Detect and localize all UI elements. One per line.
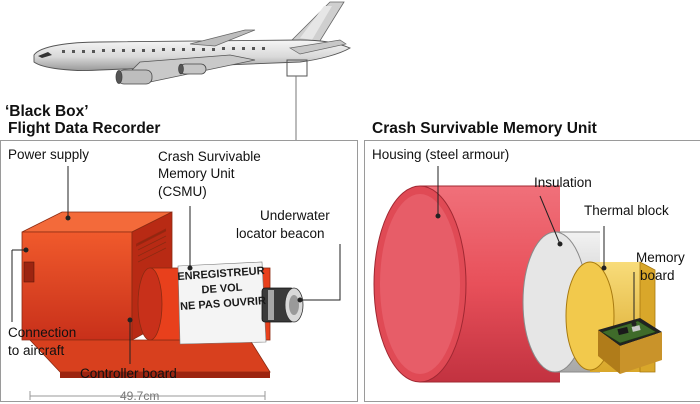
- left-leader-lines: [11, 166, 341, 400]
- label-controller-board: Controller board: [80, 366, 177, 381]
- right-title: Crash Survivable Memory Unit: [372, 120, 597, 137]
- label-csmu-line-1: Crash Survivable: [158, 149, 261, 164]
- label-csmu-line-3: (CSMU): [158, 184, 207, 199]
- csmu-stamp: ENREGISTREUR DE VOL NE PAS OUVRIR: [175, 265, 270, 313]
- left-title-line-2: Flight Data Recorder: [8, 120, 161, 137]
- right-leader-lines: [435, 166, 637, 327]
- label-beacon-line-2: locator beacon: [236, 226, 325, 241]
- label-csmu-line-2: Memory Unit: [158, 166, 235, 181]
- label-insulation: Insulation: [534, 175, 592, 190]
- label-connection-line-2: to aircraft: [8, 343, 65, 358]
- label-memory-line-1: Memory: [636, 250, 685, 265]
- label-memory-line-2: board: [640, 268, 675, 283]
- csmu-cutaway-illustration: [373, 185, 662, 383]
- label-thermal-block: Thermal block: [584, 203, 669, 218]
- aircraft-illustration: [33, 1, 351, 140]
- left-title-line-1: ‘Black Box’: [5, 103, 89, 120]
- label-beacon-line-1: Underwater: [260, 208, 330, 223]
- label-connection-line-1: Connection: [8, 325, 77, 340]
- recorder-illustration: [21, 211, 304, 378]
- label-housing: Housing (steel armour): [372, 147, 510, 162]
- label-power-supply: Power supply: [8, 147, 90, 162]
- label-dimension: 49.7cm: [120, 389, 160, 403]
